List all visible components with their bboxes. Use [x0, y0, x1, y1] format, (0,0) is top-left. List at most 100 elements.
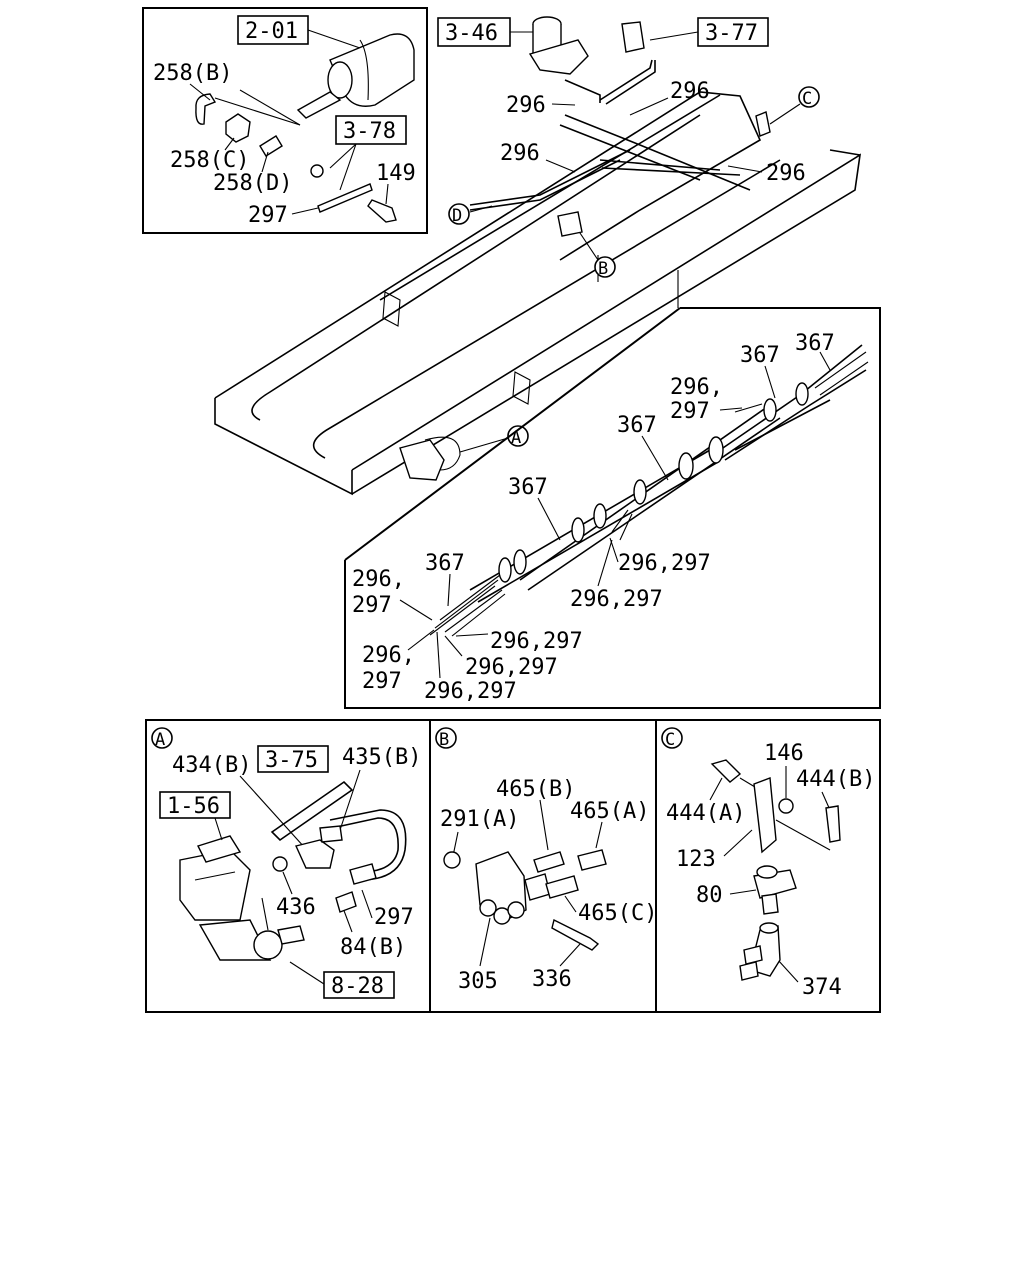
fitting-465b-part [533, 851, 565, 873]
label-305: 305 [458, 969, 498, 994]
label-297-b: 297 [352, 593, 392, 618]
label-84b: 84(B) [340, 935, 406, 960]
ref-box-3-46[interactable] [437, 17, 511, 47]
callout-d[interactable] [448, 203, 470, 225]
label-123: 123 [676, 847, 716, 872]
nut-part [310, 164, 324, 178]
ref-box-1-56[interactable] [159, 791, 231, 819]
label-296-297-e: 296,297 [424, 679, 517, 704]
sleeve-ring [633, 479, 647, 505]
air-dryer-part [528, 16, 589, 75]
callout-a-text: A [511, 428, 521, 448]
bracket-123-part [753, 777, 777, 854]
label-296-b: 296 [670, 79, 710, 104]
fitting-258d [259, 135, 283, 157]
bracket-part [295, 839, 335, 869]
bolt-149-part [367, 199, 397, 223]
panel-b-tag-text: B [439, 730, 449, 750]
valve-3-77-part [621, 21, 645, 53]
elbow-fitting-258b [195, 93, 217, 125]
callout-d-text: D [452, 206, 462, 226]
panel-c-tag-text: C [665, 730, 675, 750]
ref-box-2-01[interactable] [237, 15, 309, 45]
label-149: 149 [376, 161, 416, 186]
label-296-297-b: 296,297 [570, 587, 663, 612]
label-436: 436 [276, 895, 316, 920]
sleeve-ring [593, 503, 607, 529]
label-444b: 444(B) [796, 767, 875, 792]
ref-3-78: 3-78 [343, 119, 396, 144]
label-374: 374 [802, 975, 842, 1000]
pipe-297-part [317, 183, 373, 213]
panel-a-tag [151, 727, 173, 749]
label-465b: 465(B) [496, 777, 575, 802]
label-296-a: 296 [506, 93, 546, 118]
label-434b: 434(B) [172, 753, 251, 778]
label-258c: 258(C) [170, 148, 249, 173]
label-258b: 258(B) [153, 61, 232, 86]
label-367-d: 367 [508, 475, 548, 500]
ref-8-28: 8-28 [331, 974, 384, 999]
label-296-297-a: 296,297 [618, 551, 711, 576]
label-465a: 465(A) [570, 799, 649, 824]
ref-box-3-78[interactable] [335, 115, 407, 145]
sleeve-ring [795, 382, 809, 406]
sleeve-ring [763, 398, 777, 422]
bolt-444b-part [825, 805, 841, 843]
sleeve-ring [498, 557, 512, 583]
harness-inset: 367 367 296, 297 367 367 296,297 296,297… [344, 307, 881, 709]
label-465c: 465(C) [578, 901, 657, 926]
pipe-3-75 [270, 780, 354, 842]
panel-b-tag [435, 727, 457, 749]
label-296-d: 296 [766, 161, 806, 186]
callout-a[interactable] [507, 425, 529, 447]
callout-b-text: B [598, 259, 608, 279]
label-367-a: 367 [795, 331, 835, 356]
fitting-258c [225, 113, 251, 143]
sleeve-ring [513, 549, 527, 575]
sleeve-ring [571, 517, 585, 543]
label-296-comma-c: 296, [362, 643, 415, 668]
ref-2-01: 2-01 [245, 19, 298, 44]
label-296-comma-b: 296, [352, 567, 405, 592]
callout-b[interactable] [594, 256, 616, 278]
sleeve-ring [678, 452, 694, 480]
label-297: 297 [248, 203, 288, 228]
panel-a-tag-text: A [155, 730, 165, 750]
ref-3-46: 3-46 [445, 21, 498, 46]
label-297-panel-a: 297 [374, 905, 414, 930]
label-291a: 291(A) [440, 807, 519, 832]
valve-assembly-part [179, 835, 305, 961]
callout-c-text: C [802, 89, 812, 109]
block-valve-part [475, 851, 551, 925]
label-296-297-c: 296,297 [490, 629, 583, 654]
fitting-465c-part [545, 875, 579, 899]
label-367-b: 367 [740, 343, 780, 368]
label-296-297-d: 296,297 [465, 655, 558, 680]
label-296-comma-a: 296, [670, 375, 723, 400]
bolt-336-part [551, 918, 600, 951]
ref-3-75: 3-75 [265, 748, 318, 773]
ref-box-8-28[interactable] [323, 971, 395, 999]
callout-c[interactable] [798, 86, 820, 108]
label-444a: 444(A) [666, 801, 745, 826]
detail-panel-a: A 3-75 1-56 8-28 434(B) 435(B) 436 297 8… [151, 727, 421, 999]
ref-1-56: 1-56 [167, 794, 220, 819]
label-80: 80 [696, 883, 723, 908]
sleeve-ring [708, 436, 724, 464]
nut-146-part [778, 798, 794, 814]
compressor-part [296, 33, 415, 119]
valve-a-part [399, 436, 461, 481]
label-296-c: 296 [500, 141, 540, 166]
fitting-465a-part [577, 849, 607, 871]
label-146: 146 [764, 741, 804, 766]
washer-291a-part [443, 851, 461, 869]
tee-fitting-80-part [753, 865, 797, 915]
label-258d: 258(D) [213, 171, 292, 196]
ref-box-3-75[interactable] [257, 745, 329, 773]
detail-panels [145, 719, 881, 1013]
air-dryer-inset: 2-01 3-78 258(B) 258(C) 258(D) 149 297 [142, 7, 428, 234]
tee-c-part [755, 111, 771, 137]
detail-panel-c: C 146 444(A) 444(B) 123 80 374 [661, 727, 875, 1000]
